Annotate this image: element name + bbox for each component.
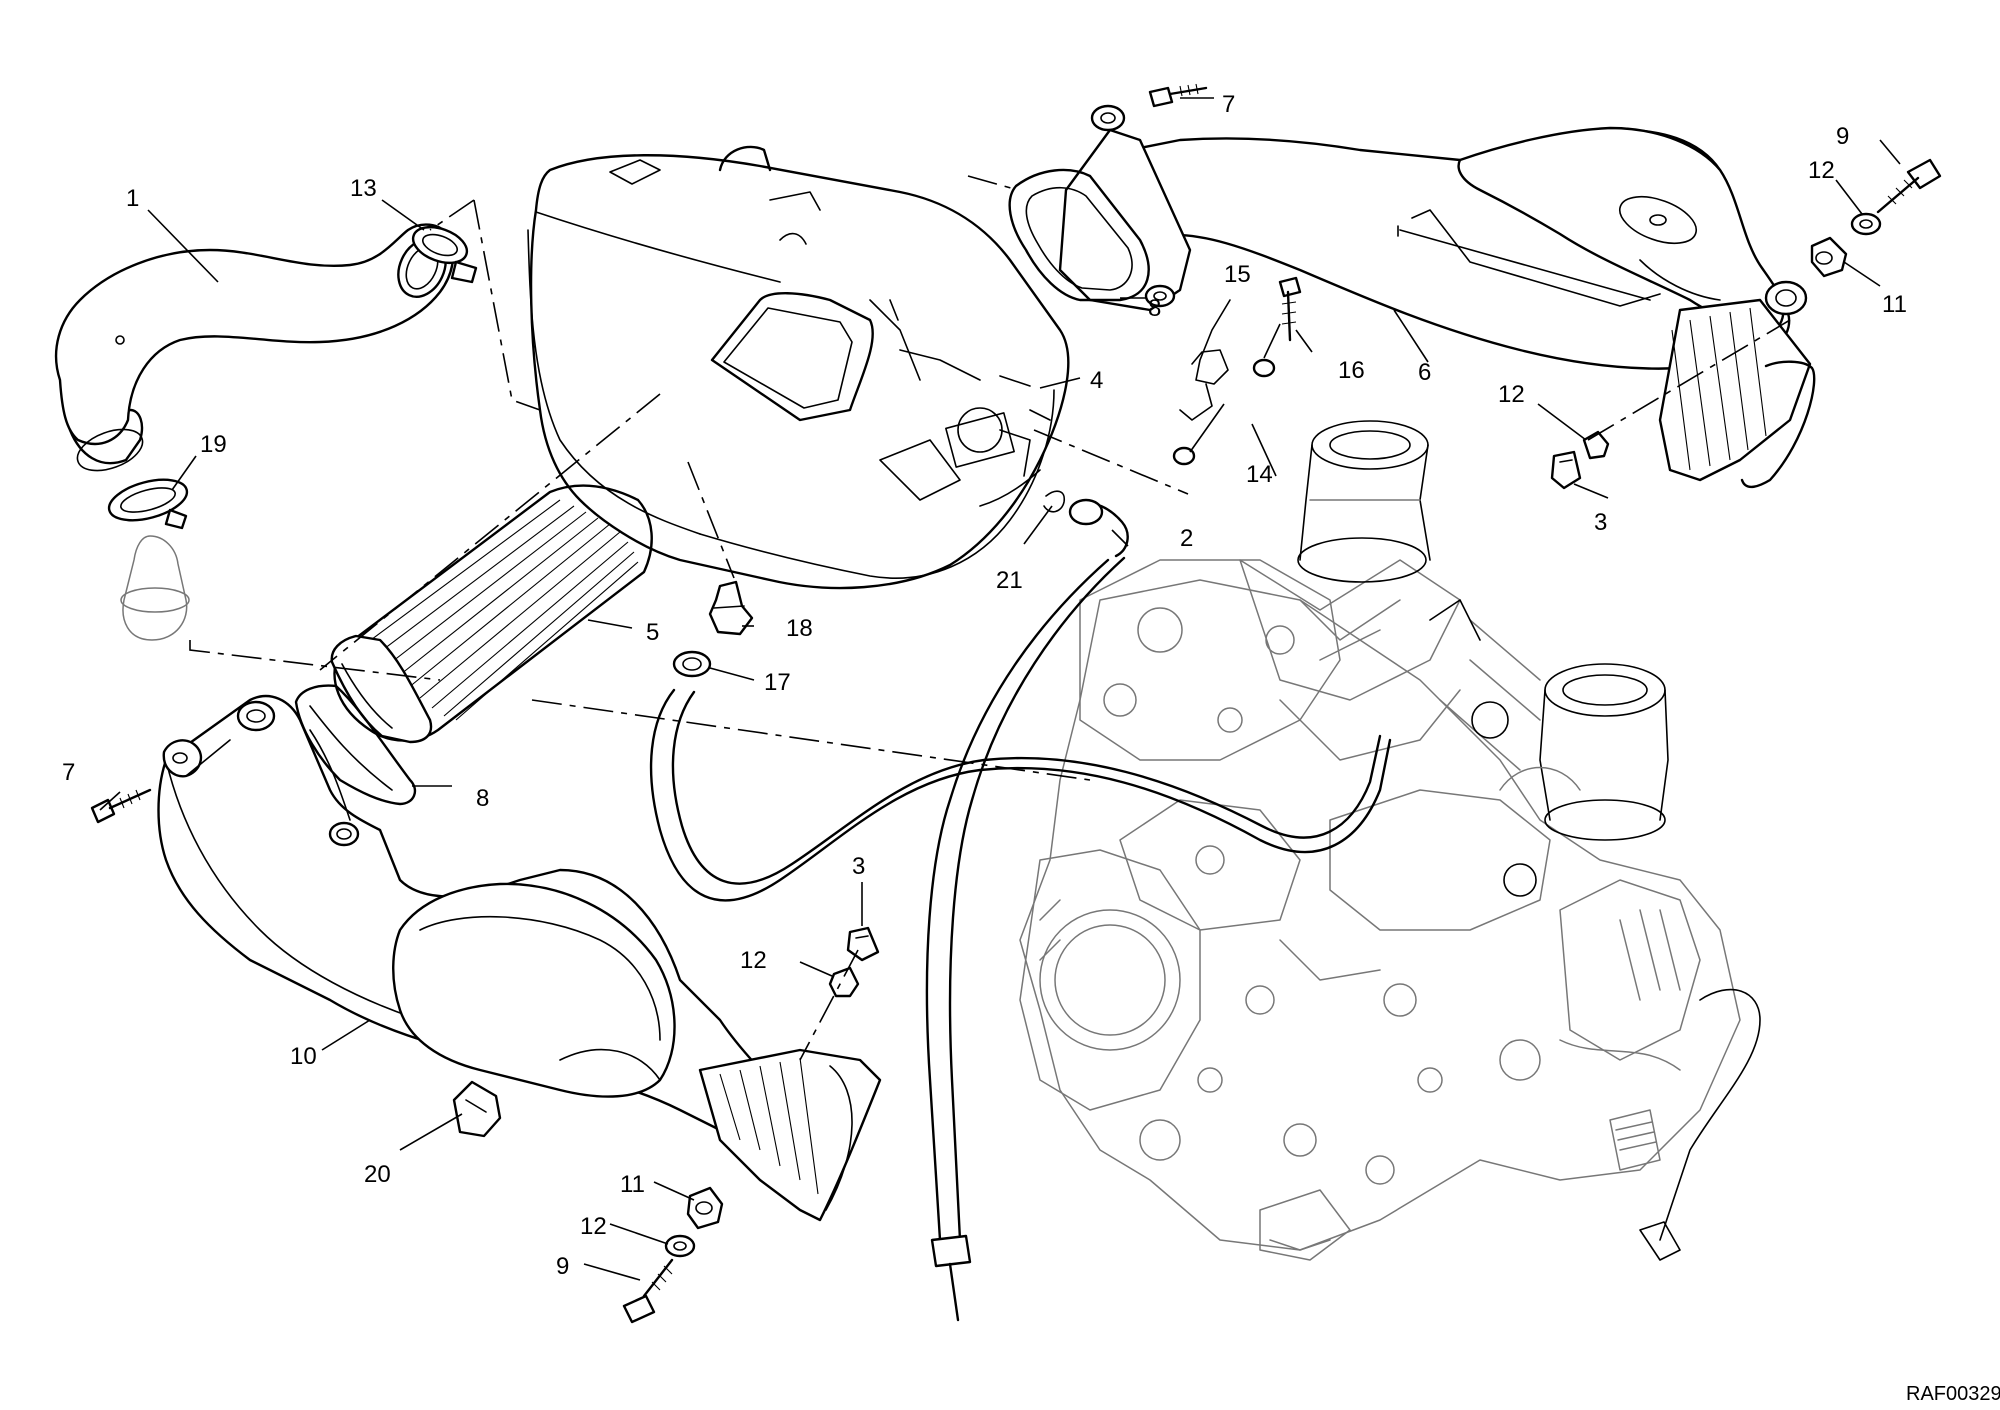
callout-7-left: 7 — [62, 759, 75, 786]
assembly-lines — [189, 175, 1791, 1061]
washer-12-top — [1850, 212, 1882, 236]
air-duct-10 — [157, 694, 882, 1222]
air-filter — [330, 484, 653, 744]
breather-hose — [54, 223, 455, 472]
washer-12-bottom — [664, 1234, 696, 1258]
clip-20 — [452, 1080, 502, 1138]
callout-11-lower: 11 — [620, 1171, 645, 1198]
rubber-fitting — [120, 535, 190, 641]
grommet-11-top — [1810, 236, 1848, 278]
callout-12-bottom: 12 — [580, 1213, 607, 1240]
clip-3-right — [1550, 450, 1582, 490]
callout-12-right: 12 — [1498, 381, 1525, 408]
clip-21 — [1043, 490, 1066, 513]
callout-4: 4 — [1090, 367, 1103, 394]
callout-3-lower: 3 — [852, 853, 865, 880]
air-box — [527, 145, 1070, 590]
callout-8-top: 8 — [1148, 295, 1161, 322]
air-duct-6 — [1008, 104, 1816, 489]
callout-8-lower: 8 — [476, 785, 489, 812]
bolt-16 — [1278, 276, 1302, 342]
callout-14: 14 — [1246, 461, 1273, 488]
callout-5: 5 — [646, 619, 659, 646]
hose-clamp-13 — [411, 225, 478, 284]
bolt-9-bottom — [622, 1258, 674, 1324]
callout-21: 21 — [996, 567, 1023, 594]
throttle-bodies — [1297, 420, 1761, 1261]
grommet-11-lower — [686, 1186, 724, 1230]
callout-16: 16 — [1338, 357, 1365, 384]
callout-6: 6 — [1418, 359, 1431, 386]
clamp-17 — [672, 650, 712, 678]
callout-9-bottom: 9 — [556, 1253, 569, 1280]
callout-17: 17 — [764, 669, 791, 696]
callout-11-top: 11 — [1882, 291, 1907, 318]
callout-3-right: 3 — [1594, 509, 1607, 536]
callout-7-top: 7 — [1222, 91, 1235, 118]
clip-3-lower — [846, 926, 880, 962]
callout-20: 20 — [364, 1161, 391, 1188]
hose-clamp-19 — [107, 478, 189, 530]
callout-10: 10 — [290, 1043, 317, 1070]
washer-12-lower — [828, 966, 860, 998]
callout-19: 19 — [200, 431, 227, 458]
callout-13: 13 — [350, 175, 377, 202]
callout-12-lower: 12 — [740, 947, 767, 974]
callout-15: 15 — [1224, 261, 1251, 288]
callout-18: 18 — [786, 615, 813, 642]
washer-14 — [1172, 358, 1276, 466]
bolt-7-left — [90, 788, 152, 824]
callout-9-top: 9 — [1836, 123, 1849, 150]
fitting-18 — [708, 580, 754, 636]
callout-1: 1 — [126, 185, 139, 212]
drain-hose — [649, 688, 1392, 902]
hose-2 — [925, 498, 1129, 1322]
leader-lines — [99, 97, 1901, 1281]
callout-12-top: 12 — [1808, 157, 1835, 184]
callout-2: 2 — [1180, 525, 1193, 552]
drawing-code: RAF00329 — [1906, 1383, 2000, 1405]
spring-15 — [1179, 299, 1231, 421]
callouts: 1 13 19 5 4 6 7 8 9 12 11 12 3 15 16 14 … — [62, 91, 1907, 1280]
filter-gasket-8 — [294, 684, 417, 806]
bolt-9-top — [1876, 158, 1942, 214]
bolt-7-top — [1148, 83, 1208, 108]
engine-block — [1019, 559, 1741, 1261]
